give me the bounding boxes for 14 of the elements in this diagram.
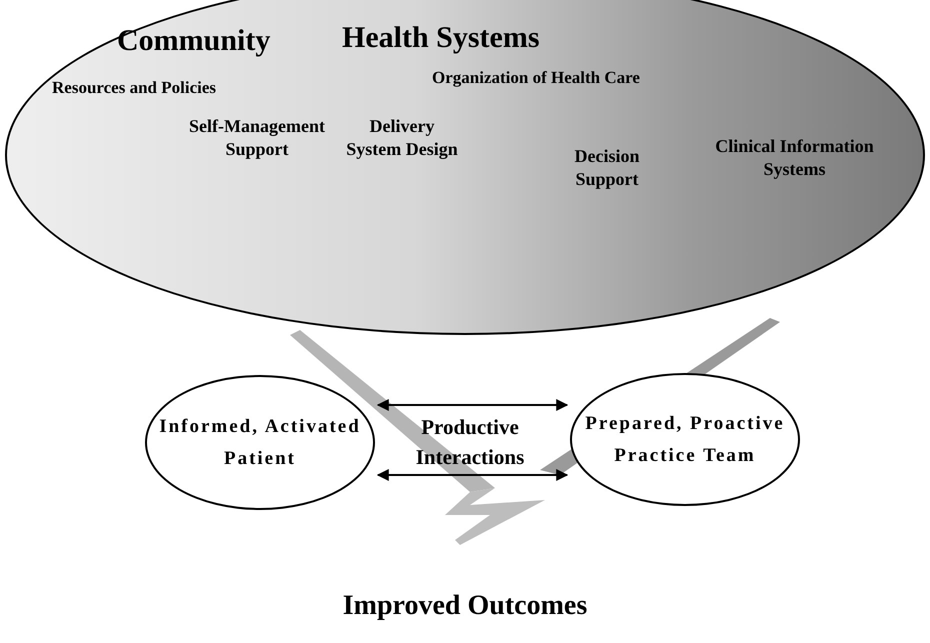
double-arrow <box>376 399 568 411</box>
component-label: Organization of Health Care <box>432 67 641 88</box>
component-label: Resources and Policies <box>52 77 218 98</box>
component-label: Decision Support <box>574 145 640 190</box>
component-label: Delivery System Design <box>345 115 459 160</box>
role-label: Prepared, Proactive Practice Team <box>584 412 786 468</box>
component-label: Self-Management Support <box>188 115 326 160</box>
component-heading: Community <box>117 23 272 59</box>
component-label: Clinical Information Systems <box>714 135 875 180</box>
interaction-label: Productive Interactions <box>414 414 526 471</box>
component-heading: Health Systems <box>342 20 540 56</box>
role-label: Informed, Activated Patient <box>158 414 362 470</box>
outcome-label: Improved Outcomes <box>342 589 588 623</box>
double-arrow <box>376 469 568 481</box>
